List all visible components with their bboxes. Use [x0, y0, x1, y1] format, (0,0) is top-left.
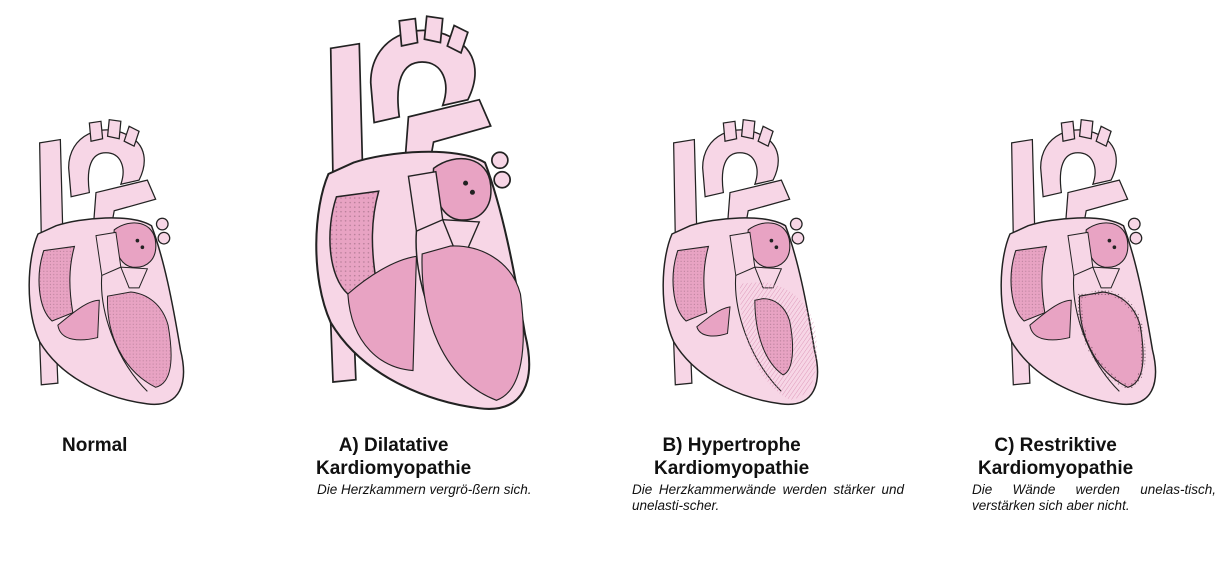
heart-restrictive-illustration: [980, 118, 1180, 408]
heart-hypertrophic-illustration: [642, 118, 842, 408]
heart-normal-illustration: [8, 118, 208, 408]
panel-title: Normal: [62, 434, 127, 457]
panel-description: Die Herzkammern vergrö-ßern sich.: [317, 482, 535, 498]
panel-hypertrophe: B) Hypertrophe Kardiomyopathie Die Herzk…: [620, 0, 920, 565]
panel-title: A) Dilatative Kardiomyopathie: [316, 434, 471, 480]
panel-title: B) Hypertrophe Kardiomyopathie: [654, 434, 809, 480]
panel-normal: Normal: [0, 0, 240, 565]
panel-dilatative: A) Dilatative Kardiomyopathie Die Herzka…: [270, 0, 580, 565]
panel-title: C) Restriktive Kardiomyopathie: [978, 434, 1133, 480]
panel-description: Die Wände werden unelas-tisch, verstärke…: [972, 482, 1216, 514]
panel-restriktive: C) Restriktive Kardiomyopathie Die Wände…: [950, 0, 1226, 565]
panel-description: Die Herzkammerwände werden stärker und u…: [632, 482, 904, 514]
heart-dilated-illustration: [282, 14, 568, 414]
